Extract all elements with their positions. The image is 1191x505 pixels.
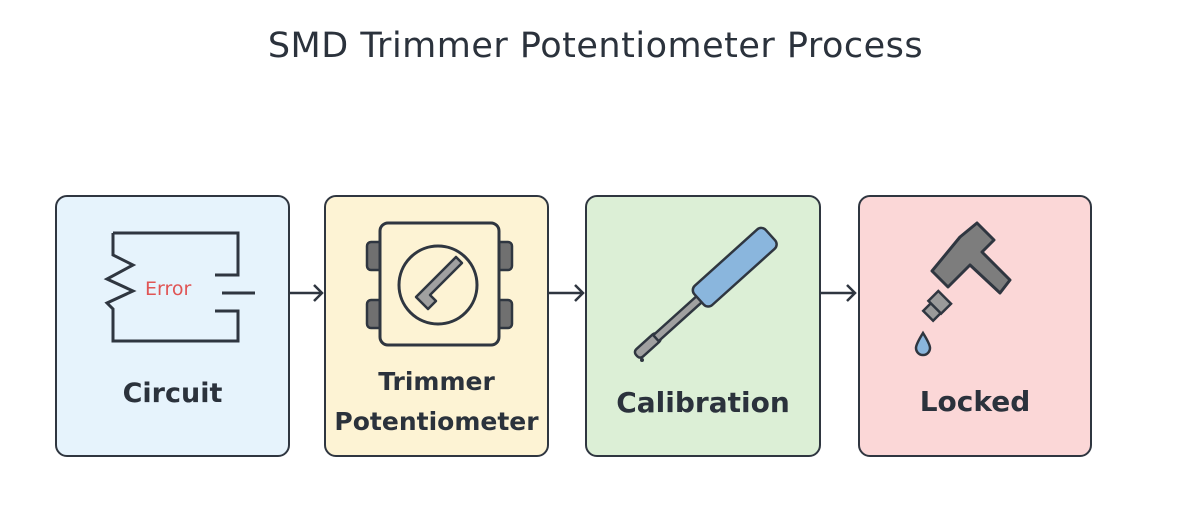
step-label-line1: Trimmer	[378, 367, 495, 396]
error-annotation: Error	[145, 278, 192, 300]
trimmer-potentiometer-icon	[365, 221, 514, 347]
screwdriver-icon	[633, 226, 778, 362]
arrow-right-icon	[549, 283, 587, 307]
step-label: Locked	[919, 385, 1031, 418]
step-label: Calibration	[616, 386, 790, 419]
step-label: Circuit	[122, 378, 223, 409]
step-calibration: Calibration	[585, 195, 821, 457]
step-circuit: Error Circuit	[55, 195, 290, 457]
diagram-title: SMD Trimmer Potentiometer Process	[267, 26, 924, 66]
step-trimmer-potentiometer: Trimmer Potentiometer	[324, 195, 549, 457]
step-label-line2: Potentiometer	[334, 407, 539, 436]
step-locked: Locked	[858, 195, 1092, 457]
glue-applicator-icon	[914, 221, 1012, 357]
circuit-icon	[103, 231, 255, 343]
arrow-right-icon	[290, 283, 326, 307]
arrow-right-icon	[821, 283, 859, 307]
